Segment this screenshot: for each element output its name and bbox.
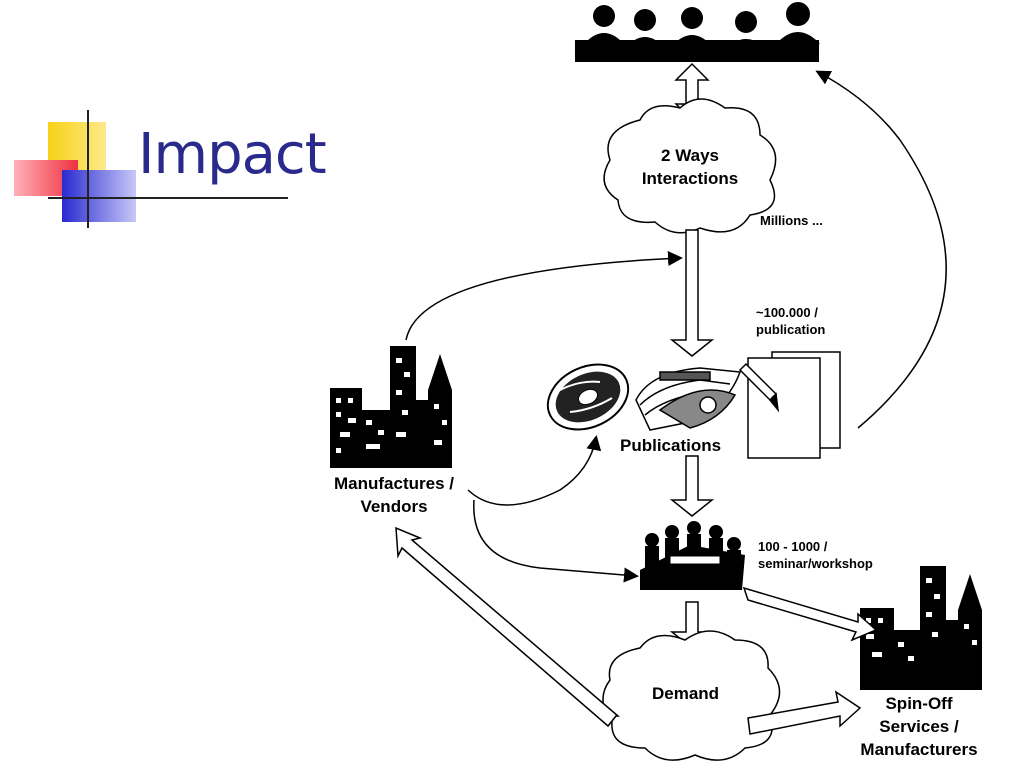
page-title: Impact <box>138 122 327 187</box>
interactions-label: 2 Ways Interactions <box>641 146 739 188</box>
millions-annotation: Millions ... <box>760 213 823 228</box>
audience-icon <box>575 2 820 62</box>
arrow-cloud-to-publications <box>669 229 715 357</box>
demand-label: Demand <box>652 684 720 703</box>
publication-reach-annotation: ~100.000 / publication <box>756 305 826 337</box>
arrow-demand-to-manufactures <box>395 526 621 728</box>
arrow-manufactures-to-publications <box>467 435 602 506</box>
manufactures-label: Manufactures / Vendors <box>334 474 454 516</box>
logo-decoration <box>14 110 288 228</box>
notebook-icon <box>738 351 841 459</box>
cd-icon <box>546 363 630 431</box>
arrow-manufactures-to-interactions <box>405 251 683 341</box>
newspapers-icon <box>635 367 742 431</box>
publications-label: Publications <box>620 436 722 455</box>
spinoff-label: Spin-Off Services / Manufacturers <box>860 694 978 759</box>
spinoff-buildings-icon <box>860 566 982 690</box>
manufacturer-buildings-icon <box>330 346 452 468</box>
arrow-seminar-to-spinoff <box>742 586 878 642</box>
seminar-icon <box>640 521 745 590</box>
seminar-reach-annotation: 100 - 1000 / seminar/workshop <box>758 539 873 571</box>
arrow-publications-to-seminar <box>669 455 715 517</box>
arrow-notebook-to-audience <box>815 70 947 429</box>
interactions-cloud <box>603 98 777 234</box>
arrow-demand-to-spinoff <box>747 690 862 735</box>
arrow-manufactures-to-seminar <box>473 499 639 583</box>
